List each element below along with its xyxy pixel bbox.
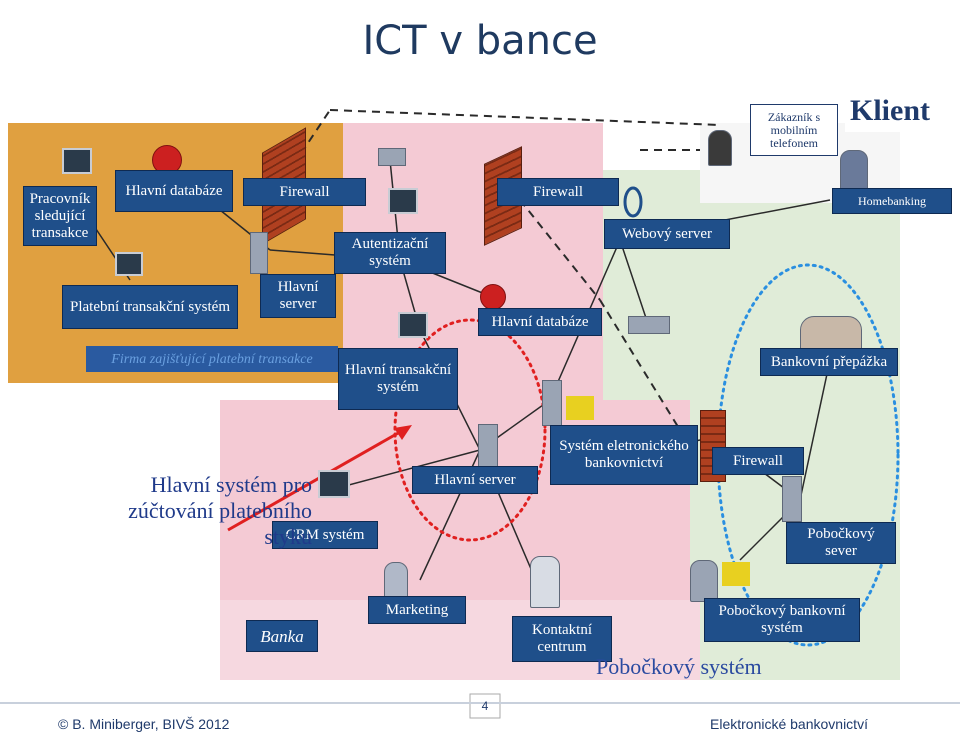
person-icon: [384, 562, 408, 600]
label-autentizacni: Autentizační systém: [334, 232, 446, 274]
label-firewall: Firewall: [497, 178, 619, 206]
footer-divider: [0, 702, 960, 704]
computer-icon: [388, 188, 418, 214]
red-arrow-head: [394, 425, 412, 440]
label-marketing: Marketing: [368, 596, 466, 624]
page-number: 4: [481, 699, 489, 713]
wireless-link: [329, 109, 721, 126]
label-pobockovy-system: Pobočkový systém: [596, 654, 762, 679]
database-icon: [480, 284, 506, 310]
person-icon: [530, 556, 560, 608]
computer-icon: [318, 470, 350, 498]
person-icon: [708, 130, 732, 166]
label-bankovni-prepazka: Bankovní přepážka: [760, 348, 898, 376]
scanner-icon: [628, 316, 670, 334]
server-icon: [782, 476, 802, 522]
ring-icon: [623, 186, 643, 218]
wireless-link: [599, 299, 681, 431]
label-hlavni-server: Hlavní server: [260, 274, 336, 318]
label-hlavni-system-zuctovani: Hlavní systém pro zúčtování platebního s…: [128, 472, 312, 549]
page-number-frame: [469, 693, 501, 719]
server-icon: [478, 424, 498, 470]
label-pobockovy-bankovni: Pobočkový bankovní systém: [704, 598, 860, 642]
label-firma: Firma zajišťující platební transakce: [86, 346, 338, 372]
label-hlavni-databaze-2: Hlavní databáze: [478, 308, 602, 336]
computer-icon: [115, 252, 143, 276]
label-firewall: Firewall: [243, 178, 366, 206]
label-banka: Banka: [246, 620, 318, 652]
printer-icon: [378, 148, 406, 166]
computer-icon: [62, 148, 92, 174]
label-pracovnik: Pracovník sledující transakce: [23, 186, 97, 246]
highlight-circle-red: [393, 318, 547, 542]
footer-course: Elektronické bankovnictví: [710, 716, 868, 732]
connection-line: [619, 239, 651, 331]
person-icon: [690, 560, 718, 602]
person-icon: [840, 150, 868, 192]
red-arrow-line: [227, 430, 401, 532]
label-webovy-server: Webový server: [604, 219, 730, 249]
wireless-link: [519, 199, 601, 301]
label-hlavni-databaze: Hlavní databáze: [115, 170, 233, 212]
server-icon: [542, 380, 562, 426]
label-zakaznik: Zákazník s mobilním telefonem: [750, 104, 838, 156]
label-system-eletronickeho: Systém eletronického bankovnictví: [550, 425, 698, 485]
label-crm: CRM systém: [272, 521, 378, 549]
label-hlavni-transakcni: Hlavní transakční systém: [338, 348, 458, 410]
footer-copyright: © B. Miniberger, BIVŠ 2012: [58, 716, 230, 732]
connection-line: [799, 359, 831, 501]
connection-line: [329, 449, 481, 491]
label-hlavni-server-2: Hlavní server: [412, 466, 538, 494]
label-klient: Klient: [845, 88, 935, 132]
computer-icon: [398, 312, 428, 338]
page-title: ICT v bance: [362, 18, 598, 64]
label-platebni: Platební transakční systém: [62, 285, 238, 329]
label-kontaktni: Kontaktní centrum: [512, 616, 612, 662]
label-pobockovy-sever: Pobočkový sever: [786, 522, 896, 564]
label-firewall: Firewall: [712, 447, 804, 475]
label-homebanking: Homebanking: [832, 188, 952, 214]
computer-icon: [722, 562, 750, 586]
computer-icon: [566, 396, 594, 420]
server-icon: [250, 232, 268, 274]
